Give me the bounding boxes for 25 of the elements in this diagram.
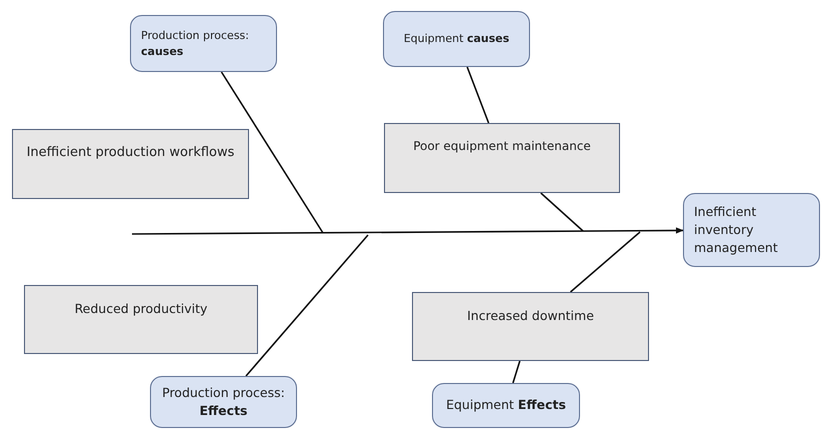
process-box <box>24 285 258 354</box>
box-label: Poor equipment maintenance <box>413 138 591 155</box>
box-label: Inefficient production workflows <box>26 144 234 162</box>
box-label: Equipment causes <box>404 31 510 47</box>
box-label: Production process: causes <box>141 28 250 60</box>
process-box <box>12 129 249 199</box>
box-label: Increased downtime <box>467 307 594 325</box>
box-label: Production process: Effects <box>161 384 286 420</box>
rounded-box <box>130 15 277 72</box>
connector-line <box>540 192 584 232</box>
arrow <box>132 227 684 235</box>
rounded-box <box>383 11 530 67</box>
connector-line <box>220 72 324 234</box>
rounded-box <box>683 193 820 267</box>
box-label: Reduced productivity <box>74 300 208 318</box>
rounded-box <box>150 376 297 428</box>
connector-line <box>570 231 641 293</box>
box-label: Equipment Effects <box>446 396 566 414</box>
process-box <box>412 292 649 361</box>
connector-line <box>466 66 490 124</box>
process-box <box>384 123 620 193</box>
box-label: Inefficient inventory management <box>694 202 779 258</box>
connector-line <box>512 360 521 384</box>
connector-line <box>245 234 369 377</box>
rounded-box <box>432 383 580 428</box>
